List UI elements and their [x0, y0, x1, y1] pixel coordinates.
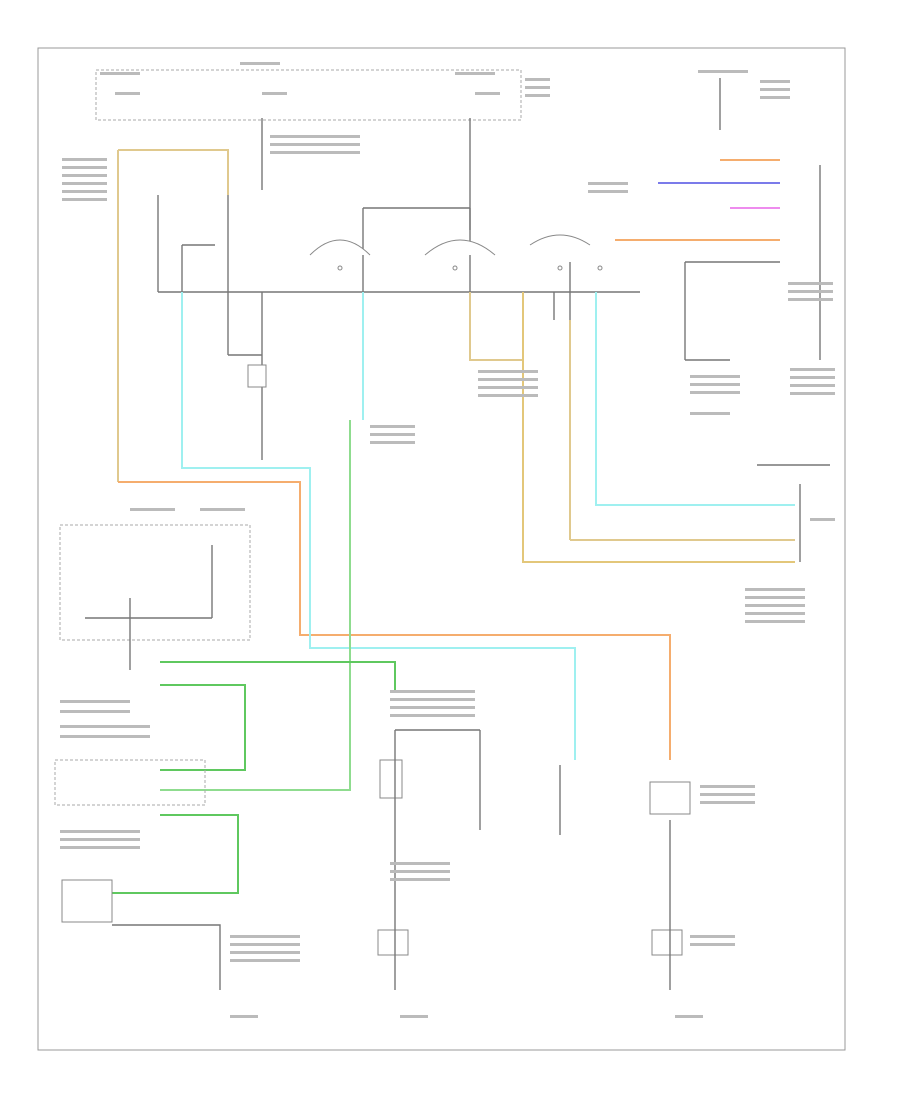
left-switch-block	[54, 508, 251, 849]
switch-contacts	[309, 234, 603, 271]
light-blue-wires	[181, 292, 795, 760]
fuse-top-right	[698, 70, 790, 130]
tan-wires	[117, 149, 795, 760]
label-blocks	[62, 135, 740, 444]
fuse-block-top	[95, 62, 550, 121]
diagram-frame	[37, 47, 846, 1051]
green-wires	[110, 420, 396, 894]
connector-right	[588, 165, 835, 623]
bottom-wires	[112, 729, 671, 990]
black-wires	[157, 118, 780, 460]
ground-labels	[230, 690, 755, 1018]
relay-boxes	[61, 364, 691, 956]
right-side-wires	[615, 159, 780, 241]
